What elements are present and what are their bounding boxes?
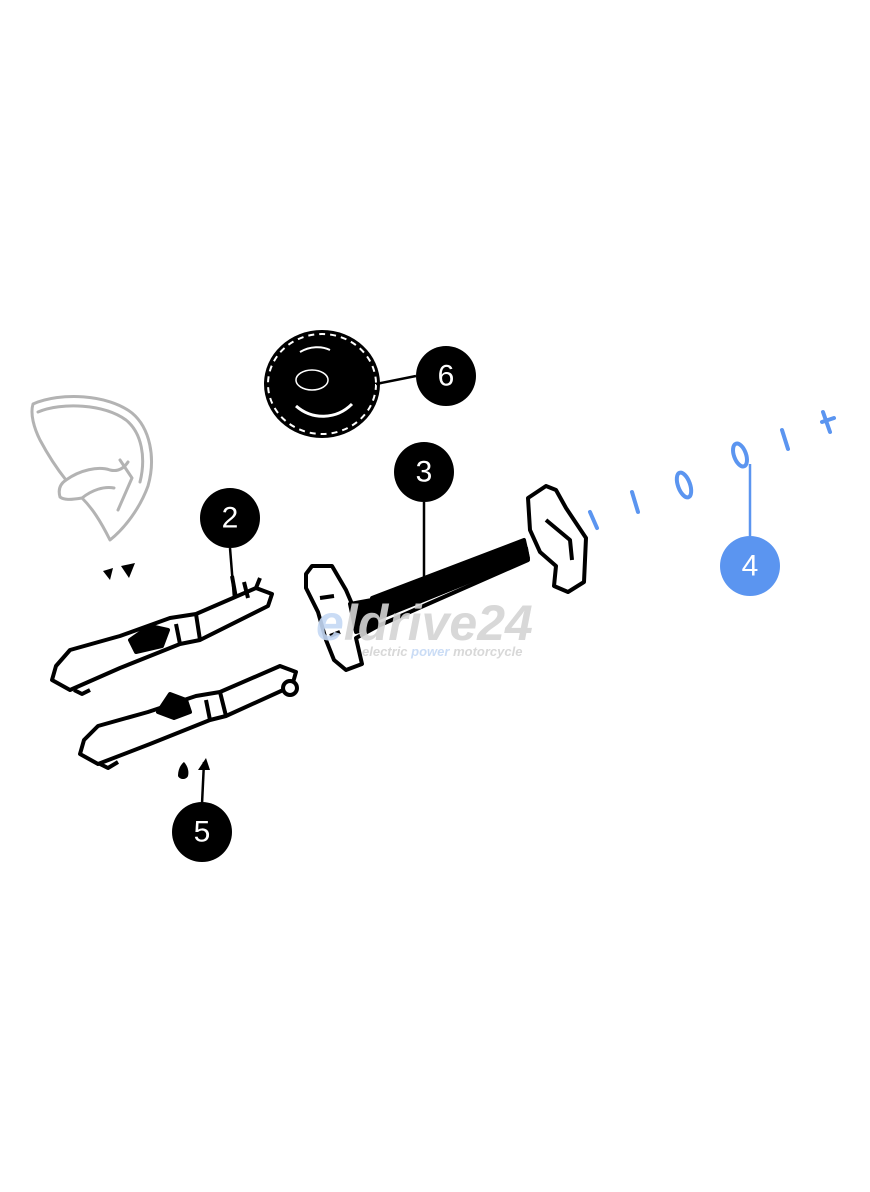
leader-line-2: [228, 547, 236, 599]
front-fork-icon: [50, 575, 274, 696]
watermark-tagline: electric power motorcycle: [362, 644, 522, 659]
callout-label-5: 5: [194, 816, 211, 849]
washer-icon: [588, 410, 836, 530]
callout-6[interactable]: 6: [416, 346, 476, 406]
steering-stem-icon: [526, 484, 588, 594]
steering-stem-icon: [304, 538, 530, 672]
cap-icon: [264, 330, 380, 438]
screw-icon: [178, 758, 210, 779]
callout-5[interactable]: 5: [172, 802, 232, 862]
front-fork-icon: [78, 664, 299, 770]
callout-label-4: 4: [742, 550, 759, 583]
leader-lines: [200, 374, 752, 805]
leader-line-6: [375, 374, 417, 386]
watermark: eldrive24 electric power motorcycle: [316, 595, 533, 659]
callout-4[interactable]: 4: [720, 536, 780, 596]
callout-label-3: 3: [416, 456, 433, 489]
helmet-icon: [30, 395, 153, 542]
callout-2[interactable]: 2: [200, 488, 260, 548]
callout-label-2: 2: [222, 502, 239, 535]
callout-label-6: 6: [438, 360, 455, 393]
callout-3[interactable]: 3: [394, 442, 454, 502]
leader-line-5: [200, 761, 206, 805]
screw-icon: [103, 563, 135, 580]
watermark-brand: eldrive24: [316, 595, 533, 651]
